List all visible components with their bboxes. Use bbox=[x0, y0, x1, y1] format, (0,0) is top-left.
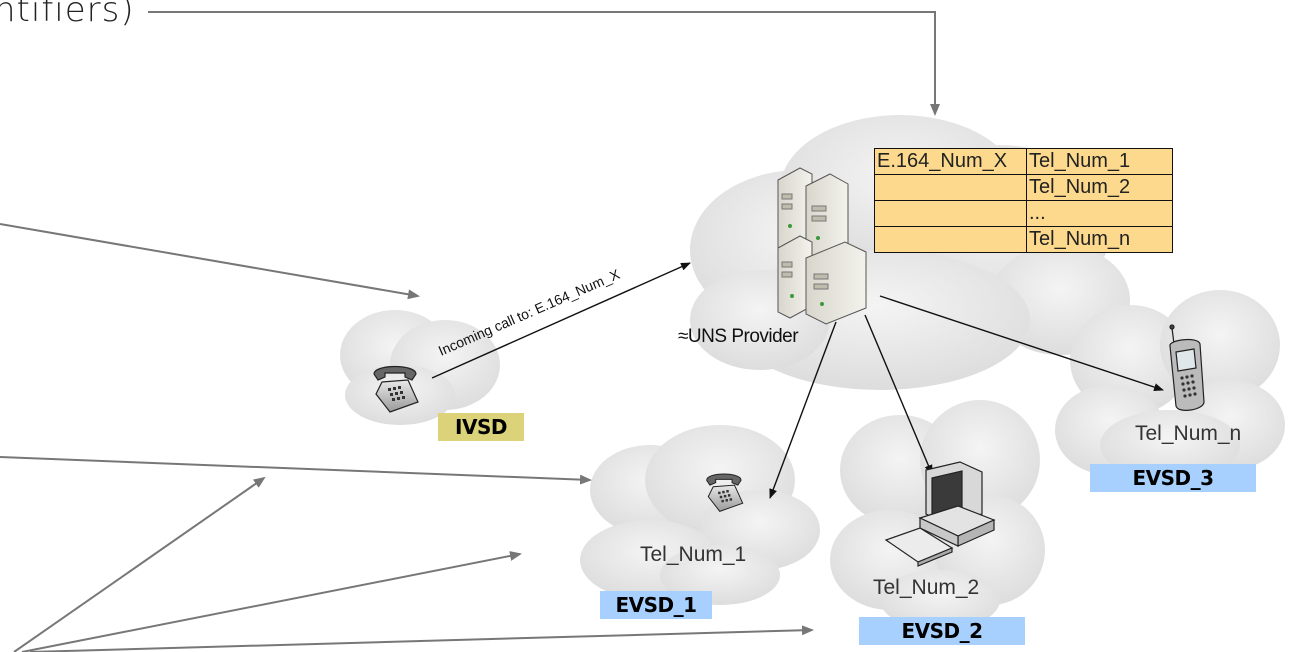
ivsd-badge: IVSD bbox=[438, 413, 524, 441]
desktop-computer-icon bbox=[884, 461, 996, 567]
cloud-evsd3 bbox=[1055, 290, 1285, 480]
table-cell: Tel_Num_1 bbox=[1026, 148, 1173, 175]
table-cell bbox=[874, 200, 1027, 227]
number-mapping-table: E.164_Num_X Tel_Num_1 Tel_Num_2 ... Tel_… bbox=[874, 148, 1173, 253]
table-row: Tel_Num_n bbox=[874, 226, 1173, 253]
arrow-ivsd-to-provider bbox=[431, 262, 691, 379]
table-cell bbox=[874, 226, 1027, 253]
arrow-provider-to-evsd3 bbox=[879, 295, 1164, 391]
incoming-arrows bbox=[0, 11, 940, 652]
call-label: Incoming call to: E.164_Num_X bbox=[436, 266, 623, 359]
top-partial-text: ntifiers) bbox=[0, 0, 135, 30]
table-cell: E.164_Num_X bbox=[874, 148, 1027, 175]
table-row: Tel_Num_2 bbox=[874, 174, 1173, 201]
table-row: E.164_Num_X Tel_Num_1 bbox=[874, 148, 1173, 175]
arrow-provider-to-evsd2 bbox=[864, 314, 933, 475]
table-row: ... bbox=[874, 200, 1173, 227]
arrow-to-evsd2 bbox=[29, 625, 814, 652]
arrow-to-evsd1-cloud bbox=[0, 456, 592, 485]
table-cell: Tel_Num_n bbox=[1026, 226, 1173, 253]
evsd1-badge: EVSD_1 bbox=[600, 591, 712, 619]
cloud-evsd1 bbox=[580, 425, 820, 605]
call-flow-arrows bbox=[431, 262, 1164, 499]
table-cell: ... bbox=[1026, 200, 1173, 227]
table-cell: Tel_Num_2 bbox=[1026, 174, 1173, 201]
server-cluster-icon bbox=[777, 167, 867, 325]
arrow-top-to-table bbox=[148, 11, 940, 116]
mobile-phone-icon bbox=[1169, 324, 1205, 411]
desk-phone-icon bbox=[706, 473, 744, 512]
evsd3-badge: EVSD_3 bbox=[1090, 464, 1256, 492]
evsd1-number-label: Tel_Num_1 bbox=[640, 543, 747, 566]
provider-label: ≈UNS Provider bbox=[678, 326, 799, 347]
table-cell bbox=[874, 174, 1027, 201]
arrow-provider-to-evsd1 bbox=[769, 321, 837, 499]
arrow-up-left bbox=[13, 476, 266, 652]
evsd2-badge: EVSD_2 bbox=[859, 617, 1025, 645]
evsd2-number-label: Tel_Num_2 bbox=[873, 576, 980, 599]
desk-phone-icon bbox=[373, 365, 419, 413]
arrow-to-evsd1-low bbox=[21, 551, 522, 652]
evsd3-number-label: Tel_Num_n bbox=[1135, 422, 1242, 445]
arrow-to-ivsd bbox=[0, 223, 420, 300]
